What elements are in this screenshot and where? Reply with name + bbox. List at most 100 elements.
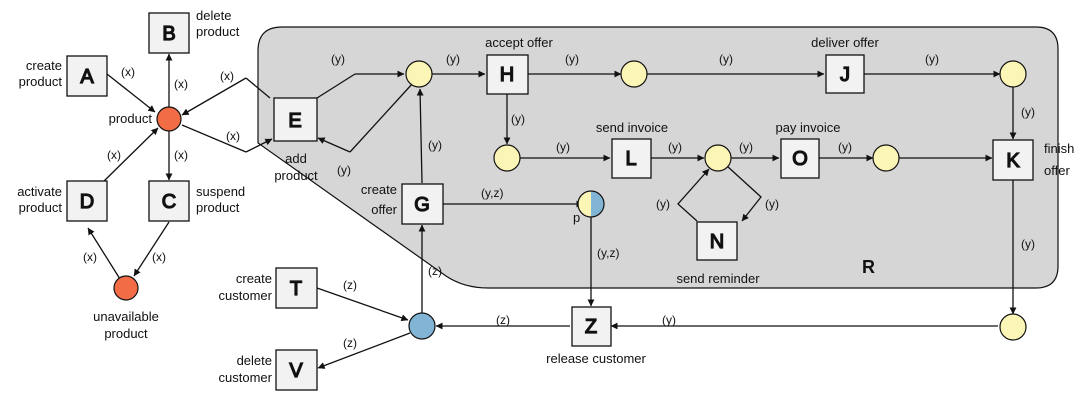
edge-label-y7-z: (y) [662, 313, 676, 327]
place-y3 [999, 60, 1027, 88]
edge-a-product [106, 73, 156, 113]
edge-label-customer-g: (z) [428, 264, 442, 278]
box-g: G [401, 183, 444, 225]
edge-label-unavailable-d: (x) [83, 250, 97, 264]
box-o: O [780, 138, 820, 179]
edge-customer-v [317, 332, 411, 369]
svg-text:L: L [625, 148, 636, 170]
edge-label-product-e: (x) [226, 129, 240, 143]
edge-label-a-product: (x) [121, 65, 135, 79]
box-k: K [992, 139, 1034, 181]
svg-text:D: D [80, 191, 94, 213]
box-c: C [148, 180, 190, 222]
label-send-invoice: send invoice [596, 120, 668, 135]
edge-label-product-c: (x) [174, 148, 188, 162]
label-deliver-offer: deliver offer [811, 35, 879, 50]
edge-d-product [101, 127, 159, 184]
box-h: H [486, 54, 529, 95]
box-e: E [273, 97, 318, 142]
edge-label-z-customer: (z) [496, 313, 510, 327]
edge-label-e-y1: (y) [331, 52, 345, 66]
edge-label-customer-v: (z) [343, 336, 357, 350]
svg-text:V: V [289, 360, 303, 382]
svg-text:E: E [288, 110, 301, 132]
place-y6 [872, 144, 900, 172]
place-y7 [999, 313, 1027, 341]
box-l: L [611, 138, 652, 179]
edge-y1-e-2 [317, 137, 351, 153]
label-create-customer: create [236, 271, 272, 286]
label-create-customer-2: customer [219, 288, 273, 303]
edge-label-y1-h: (y) [446, 52, 460, 66]
label-create-offer-2: offer [371, 202, 397, 217]
label-pay-invoice: pay invoice [775, 120, 840, 135]
edge-label-y4-l: (y) [556, 140, 570, 154]
edge-label-l-y5: (y) [668, 140, 682, 154]
svg-text:Z: Z [585, 316, 597, 338]
edge-label-t-customer: (z) [343, 278, 357, 292]
place-y1 [405, 60, 433, 88]
label-create-product-2: product [19, 74, 63, 89]
edge-label-d-product: (x) [107, 148, 121, 162]
label-unavailable-product: unavailable [93, 309, 159, 324]
edge-y5-n [726, 165, 762, 222]
svg-text:T: T [290, 278, 302, 300]
edge-label-y5-o: (y) [739, 140, 753, 154]
edge-n-y5 [677, 168, 710, 222]
box-v: V [275, 349, 318, 391]
label-create-offer: create [361, 182, 397, 197]
edge-label-h-y2: (y) [565, 52, 579, 66]
box-n: N [696, 221, 738, 261]
box-j: J [825, 54, 865, 94]
box-d: D [66, 180, 108, 222]
edge-e-product-2 [181, 77, 247, 116]
edge-e-product [245, 77, 271, 99]
place-customer [408, 312, 436, 340]
label-release-customer: release customer [546, 351, 646, 366]
label-unavailable-product-2: product [104, 326, 148, 341]
label-add-product: add [285, 151, 307, 166]
place-y4 [493, 144, 521, 172]
svg-text:J: J [840, 64, 850, 86]
label-finish-offer: finish [1044, 141, 1074, 156]
label-accept-offer: accept offer [485, 35, 553, 50]
edge-label-product-b: (x) [174, 77, 188, 91]
edge-label-c-unavailable: (x) [152, 250, 166, 264]
svg-text:B: B [162, 23, 175, 45]
box-a: A [66, 55, 108, 97]
edge-label-k-y7: (y) [1021, 237, 1035, 251]
edge-label-p-z: (y,z) [597, 246, 619, 260]
label-activate-product: activate [17, 184, 62, 199]
edge-label-y3-k: (y) [1021, 105, 1035, 119]
edge-c-unavailable [133, 221, 170, 277]
label-product: product [109, 111, 153, 126]
edge-label-y5-n: (y) [765, 197, 779, 211]
edge-label-g-y1: (y) [428, 138, 442, 152]
svg-text:C: C [162, 191, 176, 213]
edge-label-n-y5: (y) [656, 197, 670, 211]
place-y2 [620, 60, 648, 88]
edge-e-y1 [316, 73, 356, 99]
label-suspend-product: suspend [196, 184, 245, 199]
label-create-product: create [26, 58, 62, 73]
edge-label-y1-e: (y) [337, 163, 351, 177]
region-r-label: R [862, 257, 875, 277]
label-delete-product: delete [196, 8, 231, 23]
svg-text:K: K [1006, 150, 1020, 172]
edge-label-y2-j: (y) [719, 52, 733, 66]
box-z: Z [571, 306, 612, 347]
edge-g-y1 [416, 88, 424, 184]
edge-label-j-y3: (y) [925, 52, 939, 66]
box-t: T [275, 267, 318, 309]
label-suspend-product-2: product [196, 200, 240, 215]
edge-t-customer [316, 287, 409, 322]
label-p: p [573, 210, 580, 225]
label-delete-customer: delete [237, 353, 272, 368]
edge-label-h-y4: (y) [511, 112, 525, 126]
edge-product-e-2 [245, 138, 273, 153]
edge-label-o-y6: (y) [838, 140, 852, 154]
svg-text:O: O [792, 148, 808, 170]
place-product [156, 106, 182, 132]
place-p [577, 190, 605, 218]
